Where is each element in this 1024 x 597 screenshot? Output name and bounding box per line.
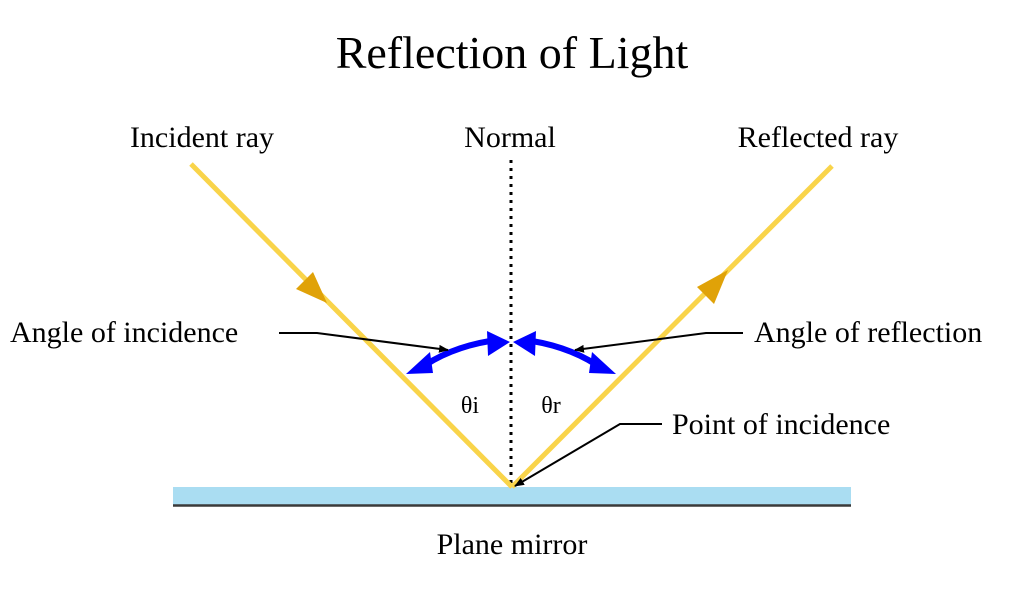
plane-mirror-label: Plane mirror [437, 528, 588, 561]
incidence-arc-arrowhead-left-icon [406, 352, 433, 374]
reflected-ray [510, 164, 834, 489]
reflected-ray-arrowhead-icon [697, 270, 728, 304]
point-of-incidence-leader [514, 423, 662, 487]
reflected-ray-label: Reflected ray [738, 121, 899, 154]
incident-ray-label: Incident ray [130, 121, 274, 154]
diagram-title: Reflection of Light [336, 27, 689, 78]
incident-ray [189, 162, 514, 489]
reflection-arc-arrowhead-right-icon [589, 352, 616, 374]
theta-i-label: θi [461, 393, 479, 419]
incident-ray-arrowhead-icon [296, 272, 327, 303]
incidence-arc-arrowhead-right-icon [487, 331, 510, 356]
angle-of-incidence-label: Angle of incidence [10, 316, 238, 349]
angle-of-incidence-leader [279, 332, 449, 353]
point-of-incidence-label: Point of incidence [672, 408, 890, 441]
reflection-arc-arrowhead-left-icon [513, 331, 536, 356]
normal-label: Normal [464, 121, 556, 154]
angle-of-reflection-leader [574, 332, 743, 353]
theta-r-label: θr [541, 393, 561, 419]
plane-mirror [173, 487, 851, 505]
angle-of-reflection-label: Angle of reflection [754, 316, 982, 349]
